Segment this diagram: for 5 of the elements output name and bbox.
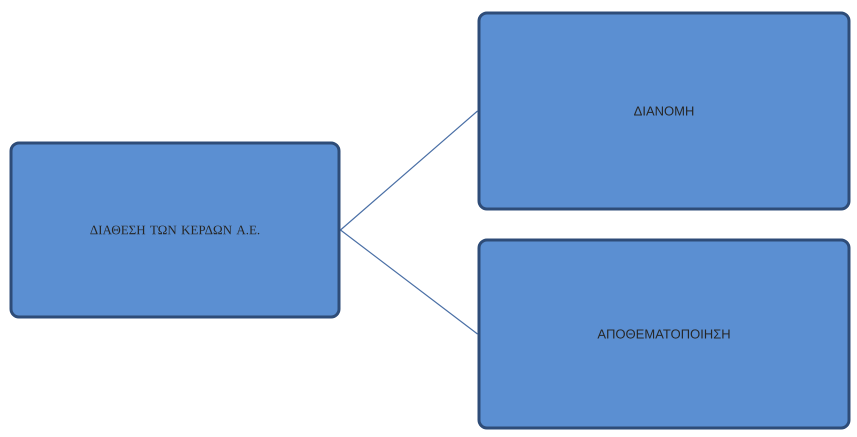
process-box: ΔΙΑΝΟΜΗ [478, 12, 850, 210]
process-box: ΔΙΑΘΕΣΗ ΤΩΝ ΚΕΡΔΩΝ Α.Ε. [10, 142, 340, 318]
connector-line [340, 230, 478, 334]
connector-line [340, 110, 478, 230]
process-box: ΑΠΟΘΕΜΑΤΟΠΟΙΗΣΗ [478, 238, 850, 430]
